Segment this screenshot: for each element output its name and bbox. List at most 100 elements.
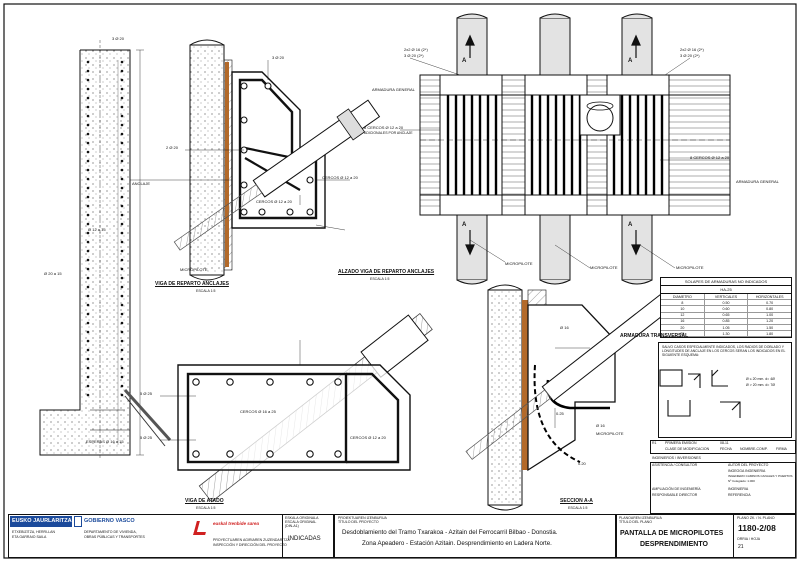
num-value: 1180-2/08 [738, 523, 776, 533]
sec-bottom-callout: Ø 16 [596, 423, 605, 428]
hook-note-1: Ø ≤ 20 mm. d= 4Ø [746, 377, 775, 381]
rev-row2: CLASE DE MODIFICACION [665, 447, 710, 451]
rev-date-h: FECHA [720, 447, 732, 451]
proyecto-line-1: Desdoblamiento del Tramo Txarakoa - Azit… [342, 529, 558, 536]
seccion-title: SECCION A-A [560, 498, 593, 504]
armadura-transversal-title: ARMADURA TRANSVERSAL [620, 333, 689, 339]
viga-atado-section [160, 313, 433, 503]
solapes-cell: 1.20 [766, 319, 774, 324]
sec-dim-2: 0.20 [578, 461, 586, 466]
solapes-cell: 1.50 [766, 325, 774, 330]
rev-desc: PRIMERA EMISION [665, 441, 697, 445]
elev-right-cercos-callout: 8 CERCOS Ø 12 a 20 [690, 155, 730, 160]
alzado-scale: ESCALA 1:5 [370, 277, 390, 281]
hook-details [659, 369, 741, 418]
escala-h2: ESCALA ORIGINAL [285, 520, 317, 524]
ets-name: euskal trenbide sarea [213, 521, 260, 526]
rev-firma-h: FIRMA [776, 447, 787, 451]
solapes-subtitle: HA-25 [661, 286, 791, 294]
viga-reparto-title: VIGA DE REPARTO ANCLAJES [155, 281, 229, 287]
elev-armadura-general-right: ARMADURA GENERAL [736, 179, 779, 184]
solapes-cell: 1.80 [766, 331, 774, 336]
viga-reparto-scale: ESCALA 1:5 [196, 289, 216, 293]
atado-cercos-callout-2: CERCOS Ø 12 a 20 [350, 435, 386, 440]
elev-armadura-general-left: ARMADURA GENERAL [372, 87, 415, 92]
plano-cell [616, 514, 734, 558]
viga-reparto-section [130, 39, 381, 281]
viga-atado-title: VIGA DE ATADO [185, 498, 224, 504]
solapes-cell: 20 [661, 324, 705, 331]
ampliacion-h: AMPLIACIÓN DE INGENIERÍA [652, 487, 701, 491]
reparto-cercos-callout: CERCOS Ø 12 a 20 [322, 175, 358, 180]
dept-1: ETXEBIZITZA, HERRI-LAN [12, 530, 55, 534]
solapes-cell: 12 [661, 312, 705, 318]
autor: INGENIERO CAMINOS CANALES Y PUERTOS [728, 474, 793, 478]
asistencia-h: ASISTENCIA / CONSULTOR [652, 463, 698, 467]
elev-top-callout-2: 3 Ø 20 (2*) [404, 53, 424, 58]
atado-bottom-callout: 5 Ø 25 [140, 435, 153, 440]
asistencia: INGEOGA INGENIERIA [728, 469, 766, 473]
eusko-text: EUSKO JAURLARITZA [12, 518, 72, 524]
elev-cercos-note: ADICIONALES POR ANCLAJE [364, 131, 413, 135]
alzado-elevation [400, 13, 731, 285]
alzado-title: ALZADO VIGA DE REPARTO ANCLAJES [338, 269, 435, 275]
autor-h: AUTOR DEL PROYECTO [728, 463, 769, 467]
elev-cercos-callout: 8 CERCOS Ø 12 a 20 [364, 125, 404, 130]
reparto-anclaje-label: ANCLAJE [132, 181, 151, 186]
rev-date: 08-11 [720, 441, 729, 445]
eusko-logo [10, 516, 72, 527]
reparto-left-callout: 2 Ø 20 [166, 145, 179, 150]
elev-right-callout-2: 3 Ø 20 (2*) [680, 53, 700, 58]
sec-dim: 0.25 [556, 411, 564, 416]
responsable: RESPONSABLE DIRECTOR [652, 493, 698, 497]
solapes-cell: 1.00 [766, 313, 774, 318]
solapes-cell: 10 [661, 306, 705, 312]
colegiado: Nº Colegiado: 1.000 [728, 479, 755, 483]
reparto-cercos-callout-2: CERCOS Ø 12 a 20 [256, 199, 292, 204]
solapes-cell: 16 [661, 318, 705, 324]
atado-cercos-callout: CERCOS Ø 16 a 25 [240, 409, 276, 414]
escala-value: INDICADAS [288, 536, 321, 542]
section-mark-bottom-left: A [462, 222, 467, 228]
elev-micropilote-1: MICROPILOTE [505, 261, 533, 266]
proyecto-h1: PROIEKTUAREN IZENBURUA [338, 516, 387, 520]
solapes-cell: 0.80 [766, 306, 774, 311]
dir-1: PROYECTUAREN AGIRIAREN ZUZENDARITZA [213, 538, 290, 542]
eusko-emblem [74, 516, 82, 527]
elev-micropilote-3: MICROPILOTE [676, 265, 704, 270]
elev-micropilote-2: MICROPILOTE [590, 265, 618, 270]
solapes-cell: 0.65 [705, 312, 749, 318]
note-text: SALVO CASOS ESPECIALMENTE INDICADOS, LOS… [662, 345, 786, 358]
escala-h1: ESKALA ORIGINALA [285, 516, 319, 520]
wall-top-callout: 3 Ø 20 [112, 36, 125, 41]
note-box: SALVO CASOS ESPECIALMENTE INDICADOS, LOS… [658, 342, 792, 438]
plano-title-2: DESPRENDIMIENTO [640, 541, 708, 548]
atado-top-callout: 5 Ø 25 [140, 391, 153, 396]
wall-elevation [39, 40, 172, 458]
solapes-cell: 0.60 [705, 306, 749, 312]
solapes-header-cell: HORIZONTALES [755, 294, 784, 299]
dir-2: INSPECCIÓN Y DIRECCIÓN DEL PROYECTO [213, 543, 287, 547]
hoja-h: ORRIA / HOJA [737, 537, 761, 541]
elev-top-callout-1: 2x2 Ø 16 (2*) [404, 47, 428, 52]
seccion-scale: ESCALA 1:5 [568, 506, 588, 510]
section-mark-top-left: A [462, 58, 467, 64]
solapes-cell: 0.50 [705, 300, 749, 306]
solapes-table: SOLAPES DE ARMADURAS NO INDICADOS HA-25 … [660, 277, 792, 339]
solapes-cell: 1.30 [705, 331, 749, 337]
proyecto-cell [334, 514, 616, 558]
section-mark-top-right: A [628, 58, 633, 64]
wall-mid-callout: Ø 12 a 15 [88, 227, 106, 232]
ingenieria: INGENIERIA [728, 487, 749, 491]
wall-long-callout: Ø 20 a 15 [44, 271, 62, 276]
escala-cell [282, 514, 334, 558]
hoja-value: 21 [738, 544, 744, 550]
solapes-title: SOLAPES DE ARMADURAS NO INDICADOS [661, 278, 791, 286]
section-mark-bottom-right: A [628, 222, 633, 228]
